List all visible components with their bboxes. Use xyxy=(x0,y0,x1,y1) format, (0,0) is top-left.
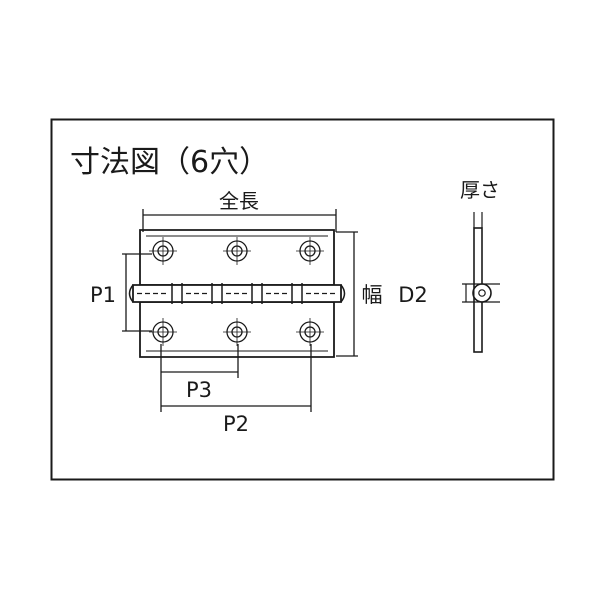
d2-dimension xyxy=(462,283,500,303)
p3-label: P3 xyxy=(186,378,212,402)
screw-holes xyxy=(149,237,324,346)
width-dimension xyxy=(336,231,358,357)
p2-label: P2 xyxy=(223,412,249,436)
overall-length-dimension xyxy=(142,209,337,232)
screw-hole xyxy=(223,318,251,346)
screw-hole xyxy=(149,237,177,265)
width-label: 幅 xyxy=(362,283,383,307)
hinge-front-view xyxy=(128,229,346,358)
p3-dimension xyxy=(160,344,239,378)
side-knuckle xyxy=(472,283,492,303)
d2-label: D2 xyxy=(398,283,428,307)
screw-hole xyxy=(296,237,324,265)
hinge-side-view xyxy=(472,212,492,353)
p2-dimension xyxy=(160,344,312,412)
p1-dimension xyxy=(122,253,152,332)
screw-hole xyxy=(149,318,177,346)
thickness-label: 厚さ xyxy=(460,178,500,202)
screw-hole xyxy=(296,318,324,346)
diagram-title: 寸法図（6穴） xyxy=(70,145,269,180)
screw-hole xyxy=(223,237,251,265)
p1-label: P1 xyxy=(90,283,116,307)
diagram-frame xyxy=(50,118,555,481)
overall-length-label: 全長 xyxy=(219,189,259,213)
